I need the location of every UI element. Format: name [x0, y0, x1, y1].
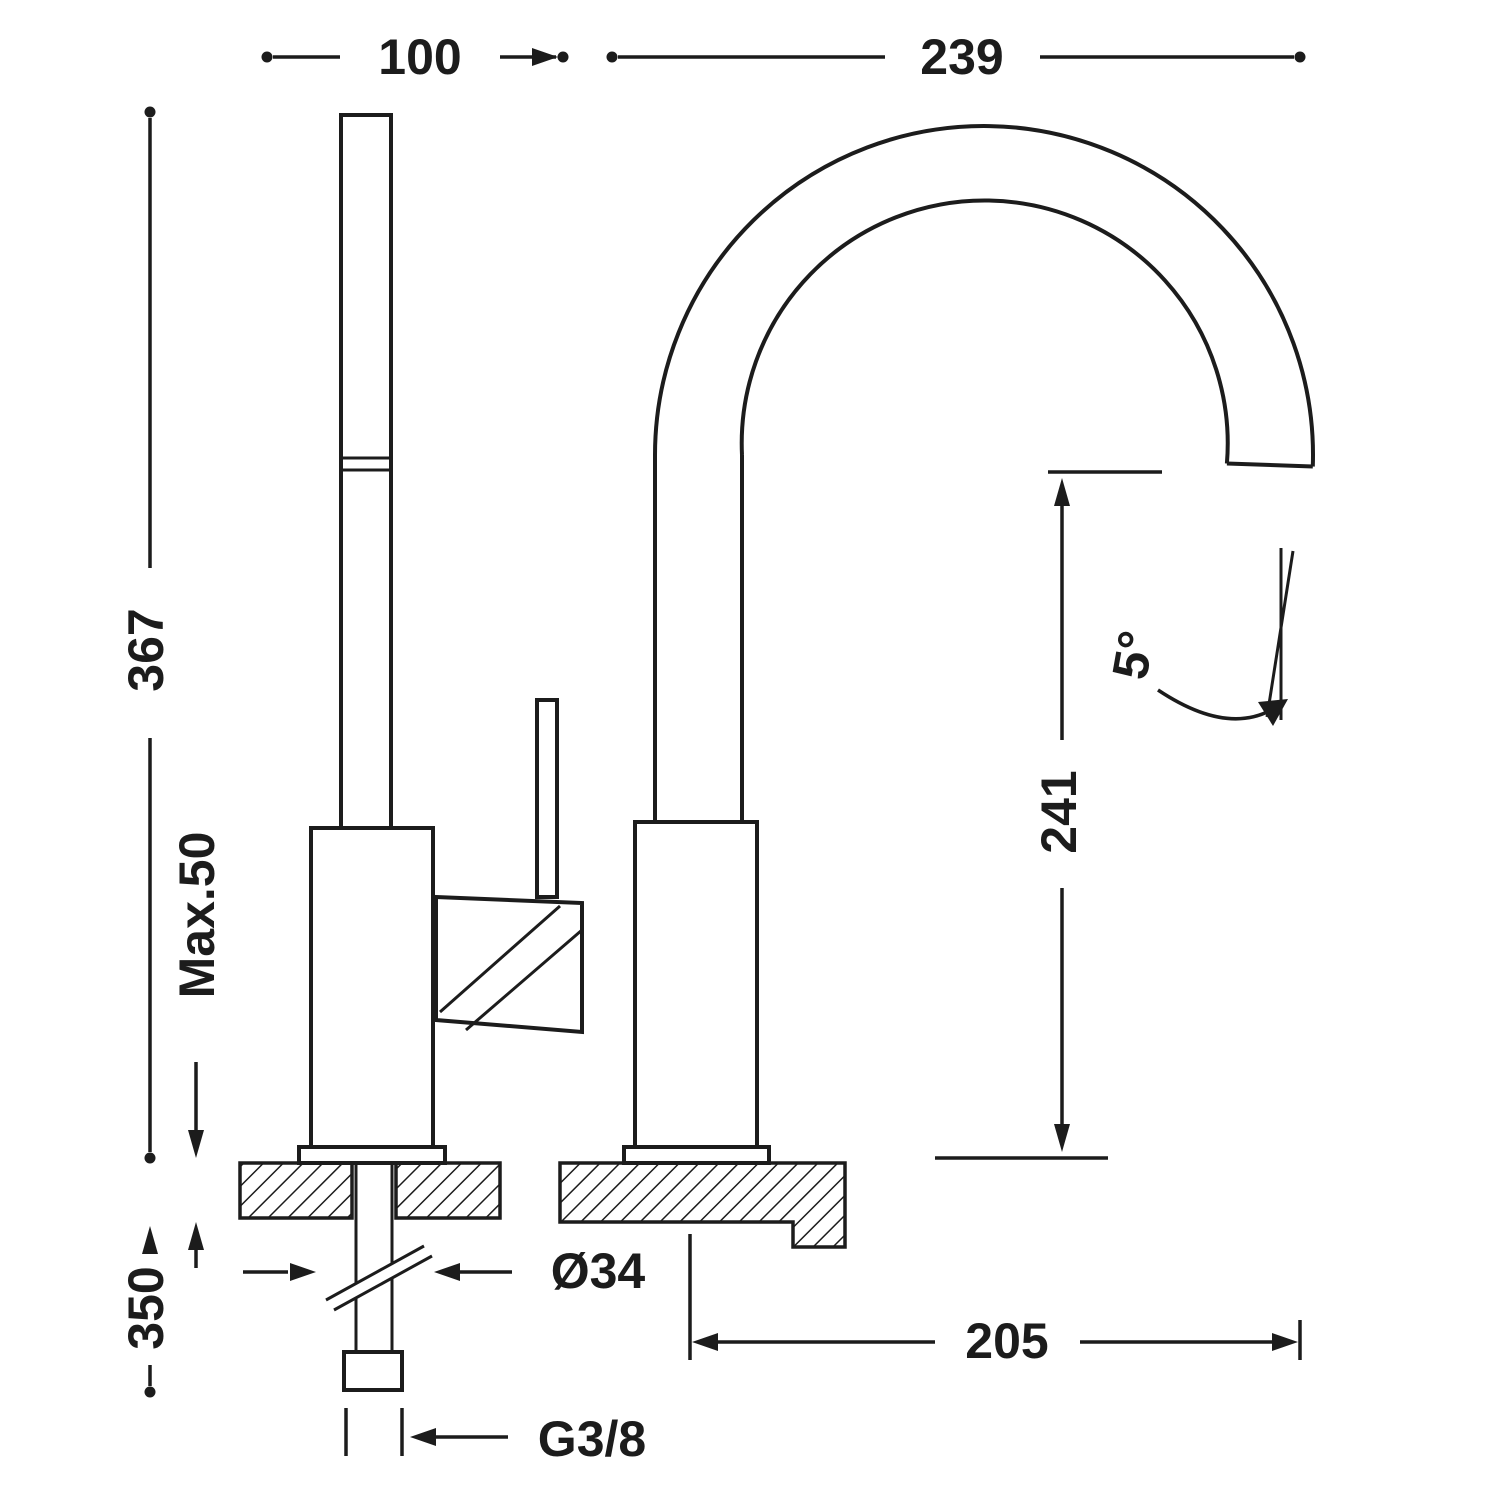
arrowhead-left — [692, 1333, 718, 1351]
dim-5deg-label: 5° — [1102, 627, 1165, 684]
handle-stick — [535, 698, 559, 899]
dimension-205: 205 — [688, 1234, 1302, 1369]
faucet-front-view — [622, 124, 1315, 1165]
dimension-100: 100 — [261, 29, 569, 85]
dimension-241: 241 — [935, 470, 1162, 1160]
lever-handle — [434, 698, 584, 1035]
arrowhead-left — [434, 1263, 460, 1281]
threaded-shank — [325, 1163, 433, 1392]
dim-367-label: 367 — [118, 608, 174, 691]
dimension-max50: Max.50 — [169, 832, 225, 1268]
mounting-nut — [342, 1350, 404, 1392]
dimension-d34: Ø34 — [243, 1243, 645, 1299]
dim-241-label: 241 — [1031, 770, 1087, 853]
base-flange-front — [622, 1145, 771, 1165]
base-flange-side — [297, 1145, 447, 1165]
dimension-239: 239 — [606, 29, 1306, 85]
arrowhead-left — [410, 1428, 436, 1446]
dim-239-label: 239 — [920, 29, 1003, 85]
handle-body — [434, 894, 584, 1035]
spout-curve — [653, 124, 1315, 822]
arrowhead-right — [290, 1263, 316, 1281]
dim-d34-label: Ø34 — [551, 1243, 646, 1299]
arrowhead-down — [1054, 1124, 1070, 1152]
arrowhead-down — [188, 1130, 204, 1158]
dimension-g38: G3/8 — [344, 1408, 646, 1467]
annotation-5deg: 5° — [1102, 548, 1295, 726]
pipe-break-symbol — [326, 1246, 432, 1310]
base-column — [633, 820, 759, 1149]
mixer-body — [309, 826, 435, 1152]
dim-100-label: 100 — [378, 29, 461, 85]
arrowhead-angle — [1258, 699, 1288, 726]
dimension-350: 350 — [118, 1226, 174, 1398]
arrowhead-right — [532, 48, 558, 66]
dim-205-label: 205 — [965, 1313, 1048, 1369]
dimension-367: 367 — [118, 106, 174, 1164]
countertop-section-left — [238, 1161, 502, 1220]
dim-max50-label: Max.50 — [169, 832, 225, 999]
arrowhead-right — [1272, 1333, 1298, 1351]
dim-g38-label: G3/8 — [538, 1411, 646, 1467]
spout-outlet-cap — [1226, 461, 1313, 469]
countertop-section-right — [558, 1161, 847, 1249]
faucet-side-view — [297, 113, 584, 1392]
arrowhead-up — [142, 1226, 158, 1254]
arrowhead-up — [1054, 478, 1070, 506]
dim-350-label: 350 — [118, 1266, 174, 1349]
arrowhead-up — [188, 1222, 204, 1250]
